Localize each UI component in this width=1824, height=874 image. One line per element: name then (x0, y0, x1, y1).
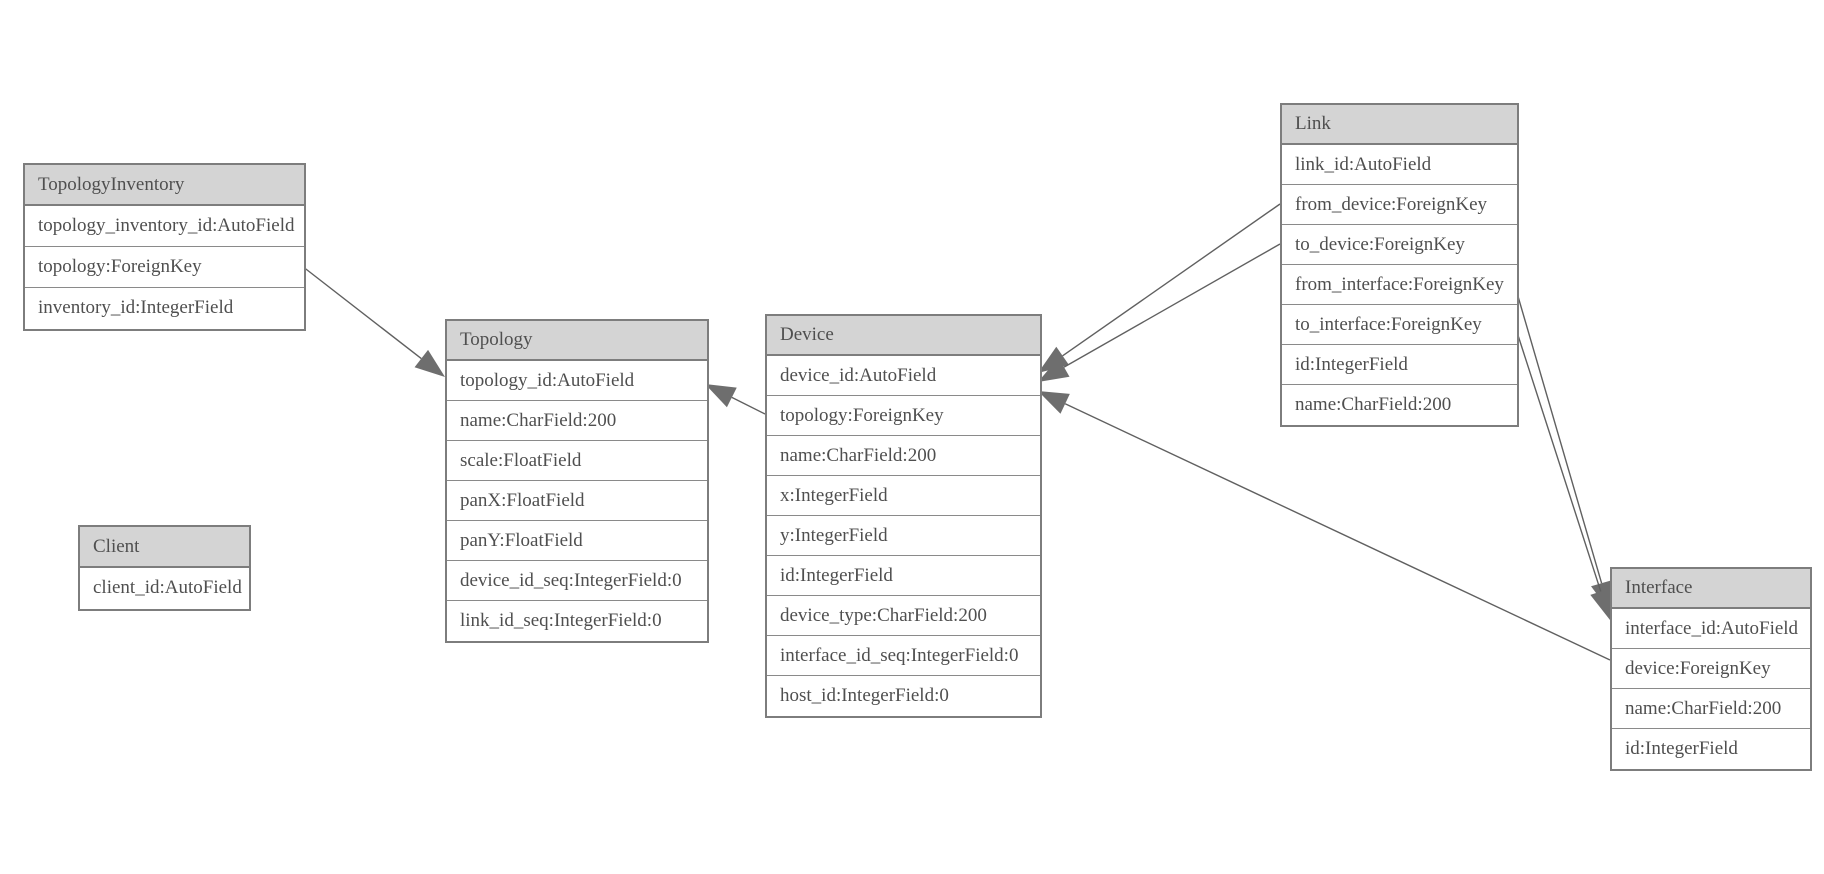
entity-title-device: Device (767, 316, 1040, 356)
relation-link-to_device-to-device-arrowhead-icon (1038, 357, 1070, 382)
entity-title-topology_inventory: TopologyInventory (25, 165, 304, 206)
entity-field-device-interface_id_seq: interface_id_seq:IntegerField:0 (767, 636, 1040, 676)
entity-field-link-to_interface: to_interface:ForeignKey (1282, 305, 1517, 345)
relation-link-from_device-to-device-line (1062, 203, 1281, 357)
relation-link-from_interface-to-interface-line (1514, 285, 1603, 584)
entity-field-topology-name: name:CharField:200 (447, 401, 707, 441)
entity-field-client-client_id: client_id:AutoField (80, 568, 249, 609)
entity-title-interface: Interface (1612, 569, 1810, 609)
entity-field-topology-device_id_seq: device_id_seq:IntegerField:0 (447, 561, 707, 601)
entity-field-device-name: name:CharField:200 (767, 436, 1040, 476)
relation-interface-device-to-device-line (1064, 403, 1611, 661)
entity-field-device-id: id:IntegerField (767, 556, 1040, 596)
entity-field-device-topology: topology:ForeignKey (767, 396, 1040, 436)
entity-field-topology_inventory-topology_inventory_id: topology_inventory_id:AutoField (25, 206, 304, 247)
entity-field-device-device_id: device_id:AutoField (767, 356, 1040, 396)
entity-title-topology: Topology (447, 321, 707, 361)
relation-interface-device-to-device-arrowhead-icon (1038, 391, 1070, 414)
entity-field-device-host_id: host_id:IntegerField:0 (767, 676, 1040, 716)
entity-field-interface-id: id:IntegerField (1612, 729, 1810, 769)
entity-field-link-name: name:CharField:200 (1282, 385, 1517, 425)
entity-field-topology-link_id_seq: link_id_seq:IntegerField:0 (447, 601, 707, 641)
entity-field-topology-scale: scale:FloatField (447, 441, 707, 481)
relation-topologyinventory-topology-to-topology-line (301, 265, 422, 360)
relation-link-to_interface-to-interface-line (1514, 325, 1602, 592)
relation-link-to_device-to-device-line (1063, 243, 1281, 368)
entity-field-link-from_device: from_device:ForeignKey (1282, 185, 1517, 225)
entity-field-topology-panY: panY:FloatField (447, 521, 707, 561)
relation-device-topology-to-topology-arrowhead-icon (705, 384, 737, 408)
entity-field-topology-panX: panX:FloatField (447, 481, 707, 521)
entity-field-device-device_type: device_type:CharField:200 (767, 596, 1040, 636)
entity-field-topology_inventory-topology: topology:ForeignKey (25, 247, 304, 288)
entity-title-link: Link (1282, 105, 1517, 145)
entity-field-topology-topology_id: topology_id:AutoField (447, 361, 707, 401)
entity-field-interface-interface_id: interface_id:AutoField (1612, 609, 1810, 649)
entity-field-link-id: id:IntegerField (1282, 345, 1517, 385)
entity-field-device-x: x:IntegerField (767, 476, 1040, 516)
entity-field-link-link_id: link_id:AutoField (1282, 145, 1517, 185)
relation-device-topology-to-topology-line (731, 396, 766, 415)
entity-field-link-to_device: to_device:ForeignKey (1282, 225, 1517, 265)
relation-topologyinventory-topology-to-topology-arrowhead-icon (414, 349, 445, 377)
entity-field-topology_inventory-inventory_id: inventory_id:IntegerField (25, 288, 304, 329)
entity-field-interface-name: name:CharField:200 (1612, 689, 1810, 729)
entity-title-client: Client (80, 527, 249, 568)
entity-field-link-from_interface: from_interface:ForeignKey (1282, 265, 1517, 305)
entity-field-device-y: y:IntegerField (767, 516, 1040, 556)
entity-field-interface-device: device:ForeignKey (1612, 649, 1810, 689)
relation-link-to_interface-to-interface-arrowhead-icon (1590, 588, 1612, 620)
